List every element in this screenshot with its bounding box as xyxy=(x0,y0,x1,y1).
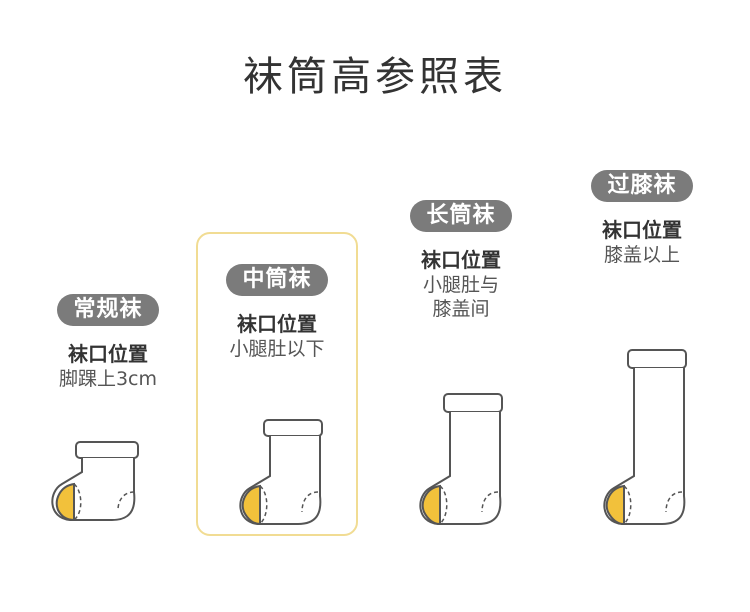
cuff-position-desc: 膝盖以上 xyxy=(603,244,680,266)
sock-type-badge: 中筒袜 xyxy=(226,264,328,296)
sock-type-badge: 长筒袜 xyxy=(410,200,512,232)
sock-card-long: 长筒袜 袜口位置 小腿肚与 膝盖间 xyxy=(376,200,546,321)
over-knee-sock-icon xyxy=(603,349,687,526)
sock-card-mid: 中筒袜 袜口位置 小腿肚以下 xyxy=(196,232,358,536)
regular-sock-icon xyxy=(51,441,139,522)
cuff-position-desc: 小腿肚以下 xyxy=(229,338,325,360)
page-title: 袜筒高参照表 xyxy=(243,54,507,100)
cuff-position-desc: 脚踝上3cm xyxy=(58,368,158,390)
cuff-position-label: 袜口位置 xyxy=(68,342,148,366)
long-sock-icon xyxy=(419,393,503,526)
cuff-position-desc-line2: 膝盖间 xyxy=(432,298,490,320)
sock-type-badge: 过膝袜 xyxy=(591,170,693,202)
sock-type-badge: 常规袜 xyxy=(57,294,159,326)
cuff-position-label: 袜口位置 xyxy=(602,218,682,242)
cuff-position-label: 袜口位置 xyxy=(237,312,317,336)
sock-card-over-knee: 过膝袜 袜口位置 膝盖以上 xyxy=(557,170,727,267)
cuff-position-desc-line1: 小腿肚与 xyxy=(422,274,499,296)
mid-calf-sock-icon xyxy=(239,419,323,526)
sock-card-regular: 常规袜 袜口位置 脚踝上3cm xyxy=(23,294,193,391)
cuff-position-label: 袜口位置 xyxy=(421,248,501,272)
